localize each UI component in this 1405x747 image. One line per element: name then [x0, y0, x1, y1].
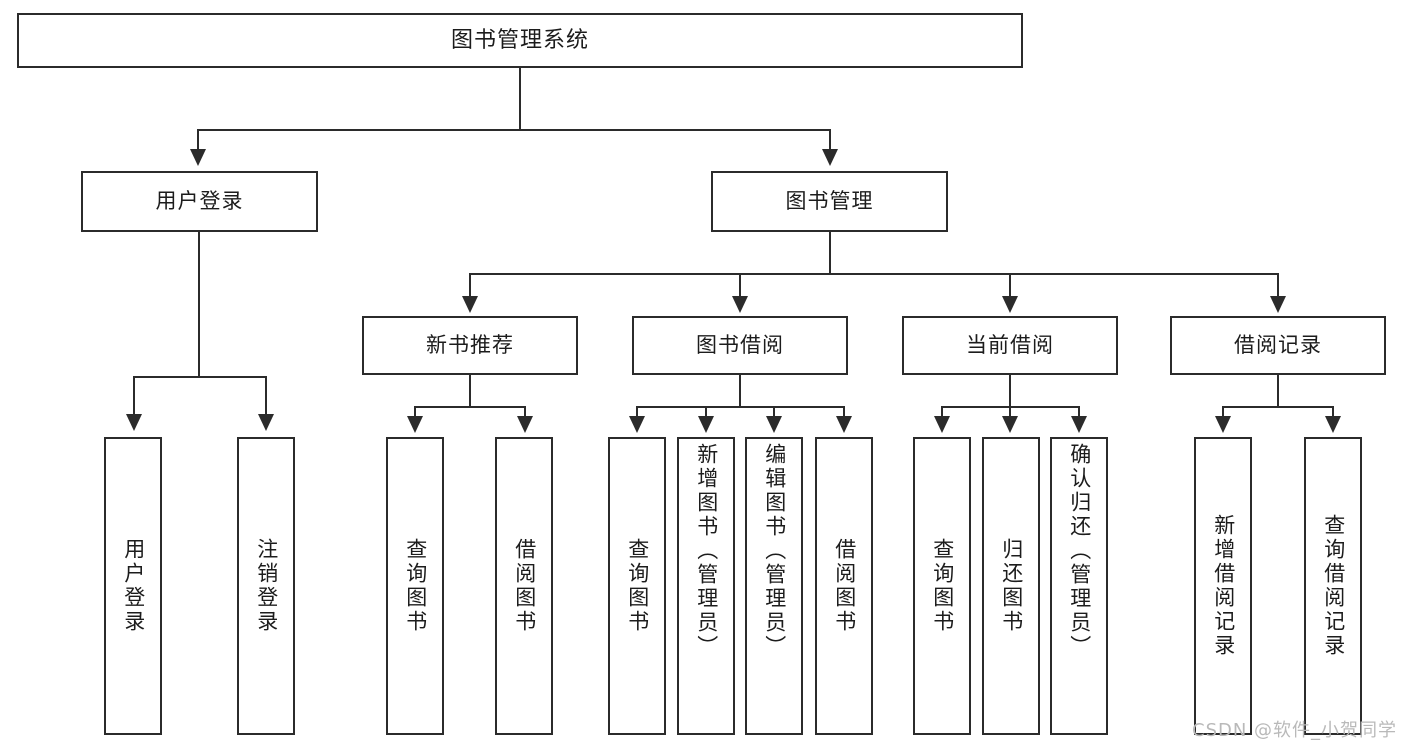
watermark-text: CSDN @软件_小贺同学: [1192, 720, 1398, 741]
leaf-label: 查询图书: [930, 538, 955, 634]
node-book-management[interactable]: 图书管理: [711, 171, 948, 232]
node-label: 图书管理系统: [450, 27, 589, 53]
node-new-book-recommend[interactable]: 新书推荐: [362, 316, 578, 375]
connector-root-bus: [197, 129, 831, 131]
arrow-root-to-user-login: [190, 149, 206, 166]
leaf-label: 归还图书: [999, 538, 1024, 634]
connector-book-borrow-to-leaf-2: [705, 406, 707, 418]
connector-book-mgmt-stem: [829, 232, 831, 274]
connector-borrow-record-to-leaf-2: [1332, 406, 1334, 418]
arrow-current-borrow-to-leaf-3: [1071, 416, 1087, 433]
node-borrow-record[interactable]: 借阅记录: [1170, 316, 1386, 375]
connector-root-stem: [519, 68, 521, 130]
connector-new-book-to-leaf-2: [524, 406, 526, 418]
arrow-book-mgmt-to-borrow-record: [1270, 296, 1286, 313]
leaf-add-borrow-record[interactable]: 新增借阅记录: [1194, 437, 1252, 735]
leaf-label: 新增图书（管理员）: [694, 443, 719, 659]
arrow-book-borrow-to-leaf-3: [766, 416, 782, 433]
leaf-query-book-borrow[interactable]: 查询图书: [608, 437, 666, 735]
node-current-borrow[interactable]: 当前借阅: [902, 316, 1118, 375]
arrow-new-book-to-leaf-2: [517, 416, 533, 433]
connector-current-borrow-to-leaf-3: [1078, 406, 1080, 418]
node-label: 借阅记录: [1234, 333, 1322, 358]
connector-new-book-bus: [414, 406, 526, 408]
node-label: 用户登录: [155, 189, 244, 214]
arrow-book-mgmt-to-current-borrow: [1002, 296, 1018, 313]
connector-root-to-book-mgmt: [829, 129, 831, 151]
arrow-user-login-to-leaf-1: [126, 414, 142, 431]
connector-new-book-stem: [469, 375, 471, 407]
connector-book-mgmt-to-borrow-record: [1277, 273, 1279, 298]
leaf-label: 查询借阅记录: [1321, 514, 1346, 658]
arrow-new-book-to-leaf-1: [407, 416, 423, 433]
connector-new-book-to-leaf-1: [414, 406, 416, 418]
leaf-label: 注销登录: [254, 538, 279, 634]
leaf-label: 借阅图书: [512, 538, 537, 634]
leaf-label: 查询图书: [403, 538, 428, 634]
connector-borrow-record-to-leaf-1: [1222, 406, 1224, 418]
arrow-user-login-to-leaf-2: [258, 414, 274, 431]
arrow-book-borrow-to-leaf-4: [836, 416, 852, 433]
node-label: 图书借阅: [696, 333, 784, 358]
leaf-edit-book-admin[interactable]: 编辑图书（管理员）: [745, 437, 803, 735]
arrow-borrow-record-to-leaf-2: [1325, 416, 1341, 433]
connector-user-login-stem: [198, 232, 200, 377]
leaf-borrow-book[interactable]: 借阅图书: [815, 437, 873, 735]
connector-book-borrow-to-leaf-4: [843, 406, 845, 418]
arrow-current-borrow-to-leaf-1: [934, 416, 950, 433]
arrow-book-borrow-to-leaf-2: [698, 416, 714, 433]
connector-book-borrow-stem: [739, 375, 741, 407]
leaf-label: 借阅图书: [832, 538, 857, 634]
node-book-borrow[interactable]: 图书借阅: [632, 316, 848, 375]
node-label: 新书推荐: [426, 333, 514, 358]
leaf-user-login[interactable]: 用户登录: [104, 437, 162, 735]
arrow-book-mgmt-to-new-book: [462, 296, 478, 313]
node-user-login[interactable]: 用户登录: [81, 171, 318, 232]
connector-current-borrow-to-leaf-2: [1009, 406, 1011, 418]
arrow-borrow-record-to-leaf-1: [1215, 416, 1231, 433]
leaf-label: 用户登录: [121, 538, 146, 634]
connector-book-borrow-to-leaf-3: [773, 406, 775, 418]
connector-user-login-to-leaf-1: [133, 376, 135, 416]
connector-book-borrow-bus: [636, 406, 845, 408]
leaf-query-borrow-record[interactable]: 查询借阅记录: [1304, 437, 1362, 735]
node-root-system[interactable]: 图书管理系统: [17, 13, 1023, 68]
connector-user-login-to-leaf-2: [265, 376, 267, 416]
leaf-query-book-current[interactable]: 查询图书: [913, 437, 971, 735]
leaf-query-book-new[interactable]: 查询图书: [386, 437, 444, 735]
arrow-root-to-book-mgmt: [822, 149, 838, 166]
arrow-current-borrow-to-leaf-2: [1002, 416, 1018, 433]
leaf-label: 编辑图书（管理员）: [762, 443, 787, 659]
connector-book-mgmt-to-current-borrow: [1009, 273, 1011, 298]
connector-current-borrow-stem: [1009, 375, 1011, 407]
connector-user-login-bus: [133, 376, 267, 378]
connector-root-to-user-login: [197, 129, 199, 151]
leaf-borrow-book-new[interactable]: 借阅图书: [495, 437, 553, 735]
node-label: 图书管理: [785, 189, 874, 214]
leaf-return-book[interactable]: 归还图书: [982, 437, 1040, 735]
leaf-logout[interactable]: 注销登录: [237, 437, 295, 735]
arrow-book-borrow-to-leaf-1: [629, 416, 645, 433]
leaf-label: 新增借阅记录: [1211, 514, 1236, 658]
leaf-confirm-return-admin[interactable]: 确认归还（管理员）: [1050, 437, 1108, 735]
connector-borrow-record-stem: [1277, 375, 1279, 407]
leaf-add-book-admin[interactable]: 新增图书（管理员）: [677, 437, 735, 735]
connector-book-borrow-to-leaf-1: [636, 406, 638, 418]
connector-borrow-record-bus: [1222, 406, 1334, 408]
connector-book-mgmt-to-book-borrow: [739, 273, 741, 298]
connector-book-mgmt-bus: [469, 273, 1279, 275]
connector-book-mgmt-to-new-book: [469, 273, 471, 298]
connector-current-borrow-to-leaf-1: [941, 406, 943, 418]
leaf-label: 查询图书: [625, 538, 650, 634]
leaf-label: 确认归还（管理员）: [1067, 443, 1092, 659]
arrow-book-mgmt-to-book-borrow: [732, 296, 748, 313]
node-label: 当前借阅: [966, 333, 1054, 358]
